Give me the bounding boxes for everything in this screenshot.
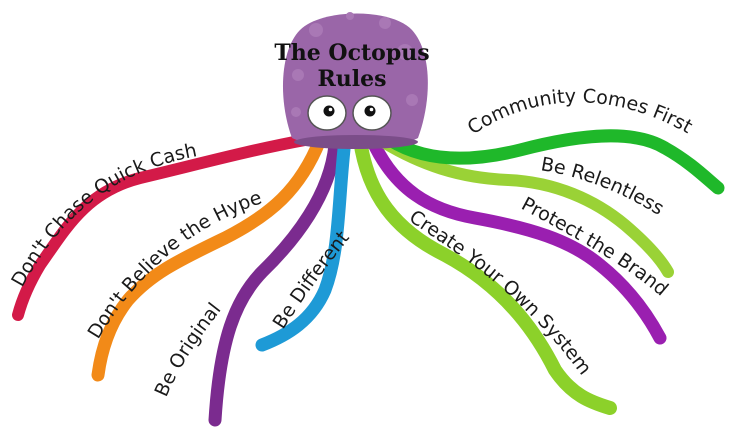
- diagram-title-line-2: Rules: [317, 66, 386, 92]
- arm-community-comes-first: [383, 129, 725, 195]
- arm-dont-chase-quick-cash: [12, 134, 311, 321]
- arm-dont-believe-the-hype: [91, 133, 327, 382]
- arm-be-relentless: [374, 134, 674, 278]
- head-spots: [291, 12, 418, 117]
- arm-be-original: [208, 138, 342, 427]
- left-eye: [307, 95, 347, 131]
- diagram-title-line-1: The Octopus: [274, 40, 429, 66]
- arm-protect-the-brand: [365, 133, 667, 345]
- right-eye: [352, 95, 392, 131]
- arm-label-community-comes-first: Community Comes First: [464, 85, 696, 139]
- arm-create-your-own-system: [353, 133, 617, 415]
- arm-be-different: [255, 133, 352, 352]
